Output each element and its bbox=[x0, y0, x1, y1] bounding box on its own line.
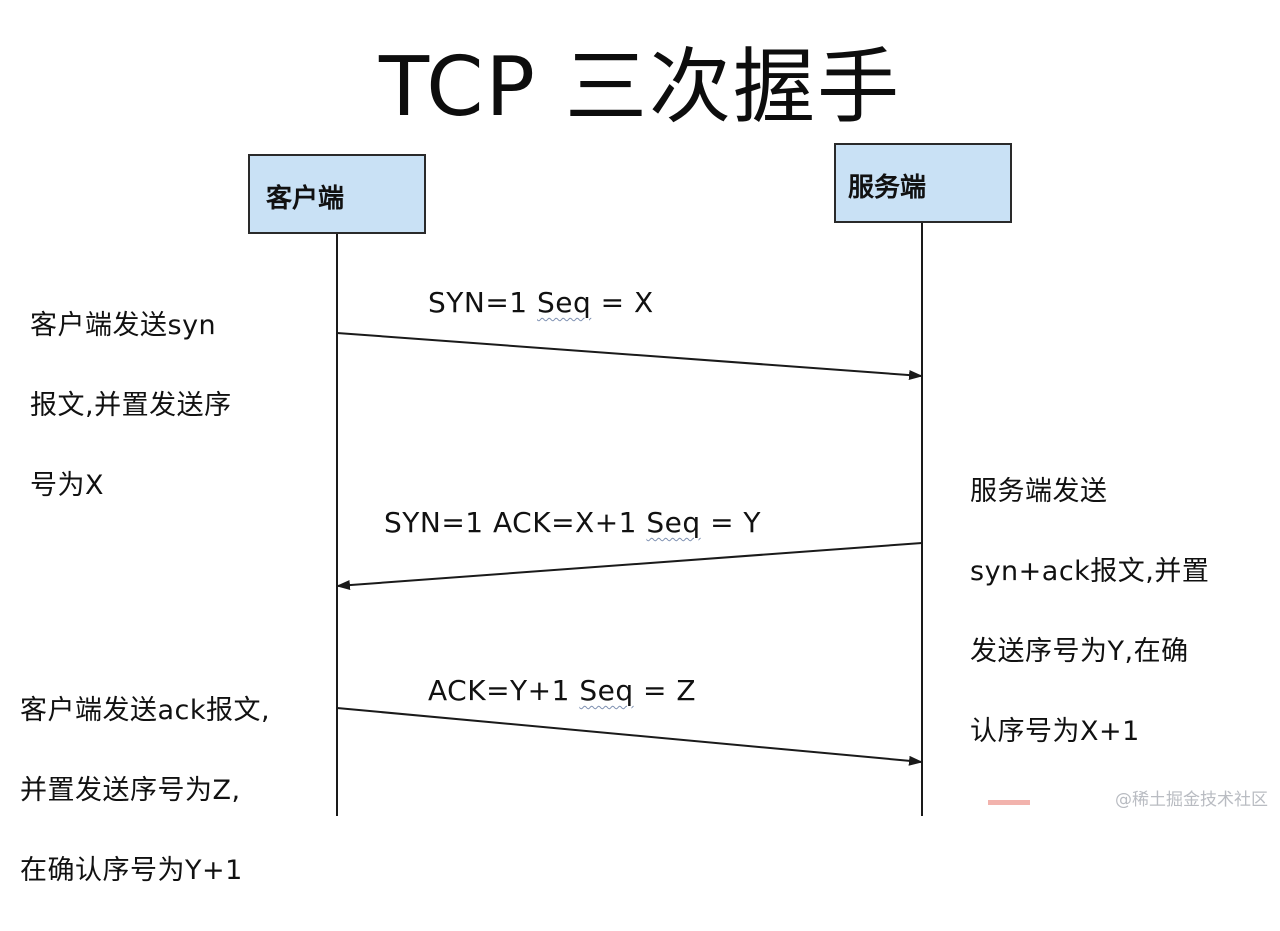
client-ack-note: 客户端发送ack报文, 并置发送序号为Z, 在确认序号为Y+1 bbox=[20, 651, 270, 931]
ack-message-label: ACK=Y+1 Seq = Z bbox=[428, 674, 696, 707]
server-box: 服务端 bbox=[834, 143, 1012, 223]
diagram-title: TCP 三次握手 bbox=[378, 40, 902, 135]
synack-message-main: SYN=1 ACK=X+1 bbox=[384, 506, 647, 539]
syn-message-seq: Seq bbox=[537, 286, 592, 319]
server-note-line: 服务端发送 bbox=[970, 476, 1108, 507]
server-note-line: syn+ack报文,并置 bbox=[970, 556, 1210, 587]
client-ack-note-line: 客户端发送ack报文, bbox=[20, 695, 271, 726]
ack-arrow bbox=[336, 707, 923, 766]
synack-message-seq: Seq bbox=[646, 506, 701, 539]
server-synack-note: 服务端发送 syn+ack报文,并置 发送序号为Y,在确 认序号为X+1 bbox=[970, 432, 1209, 792]
server-note-line: 发送序号为Y,在确 bbox=[970, 636, 1189, 667]
client-ack-note-line: 并置发送序号为Z, bbox=[20, 775, 241, 806]
client-box: 客户端 bbox=[248, 154, 426, 234]
ack-message-main: ACK=Y+1 bbox=[428, 674, 580, 707]
syn-message-tail: = X bbox=[591, 286, 654, 319]
syn-message-main: SYN=1 bbox=[428, 286, 537, 319]
red-decoration-mark bbox=[988, 800, 1030, 805]
synack-message-tail: = Y bbox=[700, 506, 762, 539]
client-ack-note-line: 在确认序号为Y+1 bbox=[20, 855, 243, 886]
client-syn-note: 客户端发送syn 报文,并置发送序 号为X bbox=[30, 266, 232, 546]
syn-message-label: SYN=1 Seq = X bbox=[428, 286, 654, 319]
client-label: 客户端 bbox=[266, 183, 345, 214]
server-note-line: 认序号为X+1 bbox=[970, 716, 1140, 747]
sequence-lines bbox=[336, 223, 923, 816]
ack-message-tail: = Z bbox=[633, 674, 697, 707]
syn-arrow bbox=[336, 332, 923, 381]
synack-message-label: SYN=1 ACK=X+1 Seq = Y bbox=[384, 506, 761, 539]
server-label: 服务端 bbox=[848, 172, 927, 203]
watermark: @稀土掘金技术社区 bbox=[1115, 790, 1268, 810]
client-syn-note-line: 客户端发送syn bbox=[30, 310, 217, 341]
client-syn-note-line: 号为X bbox=[30, 470, 104, 501]
ack-message-seq: Seq bbox=[579, 674, 634, 707]
client-syn-note-line: 报文,并置发送序 bbox=[30, 390, 232, 421]
synack-arrow bbox=[336, 542, 923, 591]
